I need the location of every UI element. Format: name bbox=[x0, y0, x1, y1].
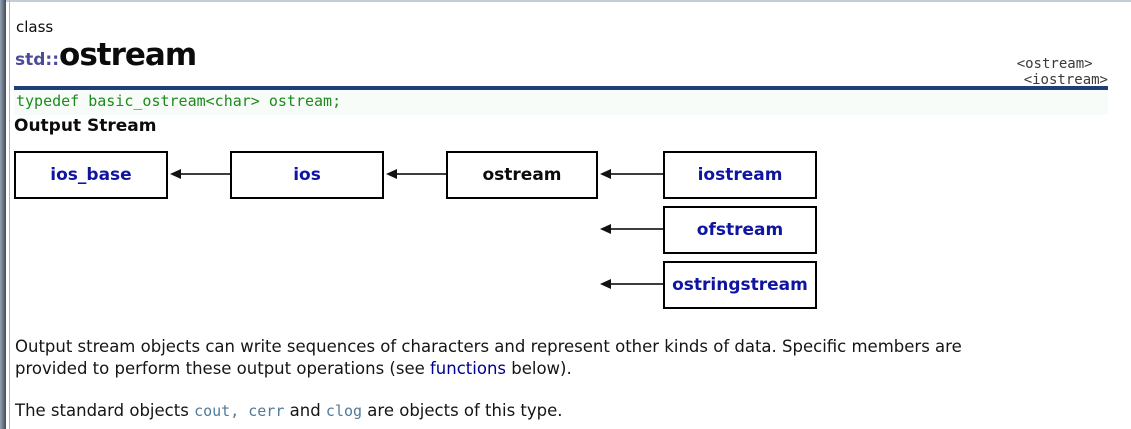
arrow-head-icon bbox=[600, 169, 611, 179]
arrow-head-icon bbox=[386, 169, 397, 179]
arrow-head-icon bbox=[600, 279, 611, 289]
window-frame-left-bar bbox=[0, 0, 6, 429]
arrow-shaft bbox=[179, 173, 230, 175]
title-namespace: std:: bbox=[15, 50, 60, 70]
arrow-shaft bbox=[609, 283, 663, 285]
class-box-ofstream[interactable]: ofstream bbox=[663, 206, 817, 254]
description-paragraph: Output stream objects can write sequence… bbox=[15, 336, 962, 380]
header-link-ostream[interactable]: <ostream> bbox=[1016, 56, 1093, 72]
arrow-shaft bbox=[395, 173, 446, 175]
title-class-name: ostream bbox=[59, 37, 197, 73]
entity-kind-label: class bbox=[16, 18, 54, 36]
inheritance-diagram: ios_base ios ostream iostream ofstream o… bbox=[14, 151, 1118, 311]
functions-link[interactable]: functions bbox=[430, 359, 506, 378]
standard-objects-mid: and bbox=[284, 401, 326, 420]
window-frame-left-line bbox=[9, 0, 10, 429]
class-box-iostream[interactable]: iostream bbox=[663, 151, 817, 199]
header-file-links: <ostream> <iostream> bbox=[1000, 40, 1108, 88]
cout-link[interactable]: cout bbox=[194, 402, 231, 420]
page-title: std::ostream bbox=[15, 37, 197, 73]
description-line2-before: provided to perform these output operati… bbox=[15, 359, 430, 378]
arrow-head-icon bbox=[600, 224, 611, 234]
arrow-shaft bbox=[609, 228, 663, 230]
header-link-iostream[interactable]: <iostream> bbox=[1023, 72, 1108, 88]
window-frame-top-edge bbox=[0, 0, 1131, 2]
section-heading: Output Stream bbox=[14, 116, 157, 136]
class-box-ostream: ostream bbox=[446, 151, 598, 199]
typedef-declaration: typedef basic_ostream<char> ostream; bbox=[14, 86, 1108, 115]
description-line1: Output stream objects can write sequence… bbox=[15, 337, 962, 356]
description-line2-after: below). bbox=[506, 359, 572, 378]
standard-objects-after: are objects of this type. bbox=[362, 401, 563, 420]
arrow-shaft bbox=[609, 173, 663, 175]
clog-link[interactable]: clog bbox=[325, 402, 363, 420]
cerr-link[interactable]: cerr bbox=[248, 402, 285, 420]
class-box-ostringstream[interactable]: ostringstream bbox=[663, 261, 817, 309]
class-box-ios_base[interactable]: ios_base bbox=[14, 151, 168, 199]
standard-objects-before: The standard objects bbox=[15, 401, 195, 420]
code-separator: , bbox=[230, 402, 249, 420]
standard-objects-paragraph: The standard objects cout, cerr and clog… bbox=[15, 400, 563, 422]
class-box-ios[interactable]: ios bbox=[230, 151, 384, 199]
arrow-head-icon bbox=[170, 169, 181, 179]
